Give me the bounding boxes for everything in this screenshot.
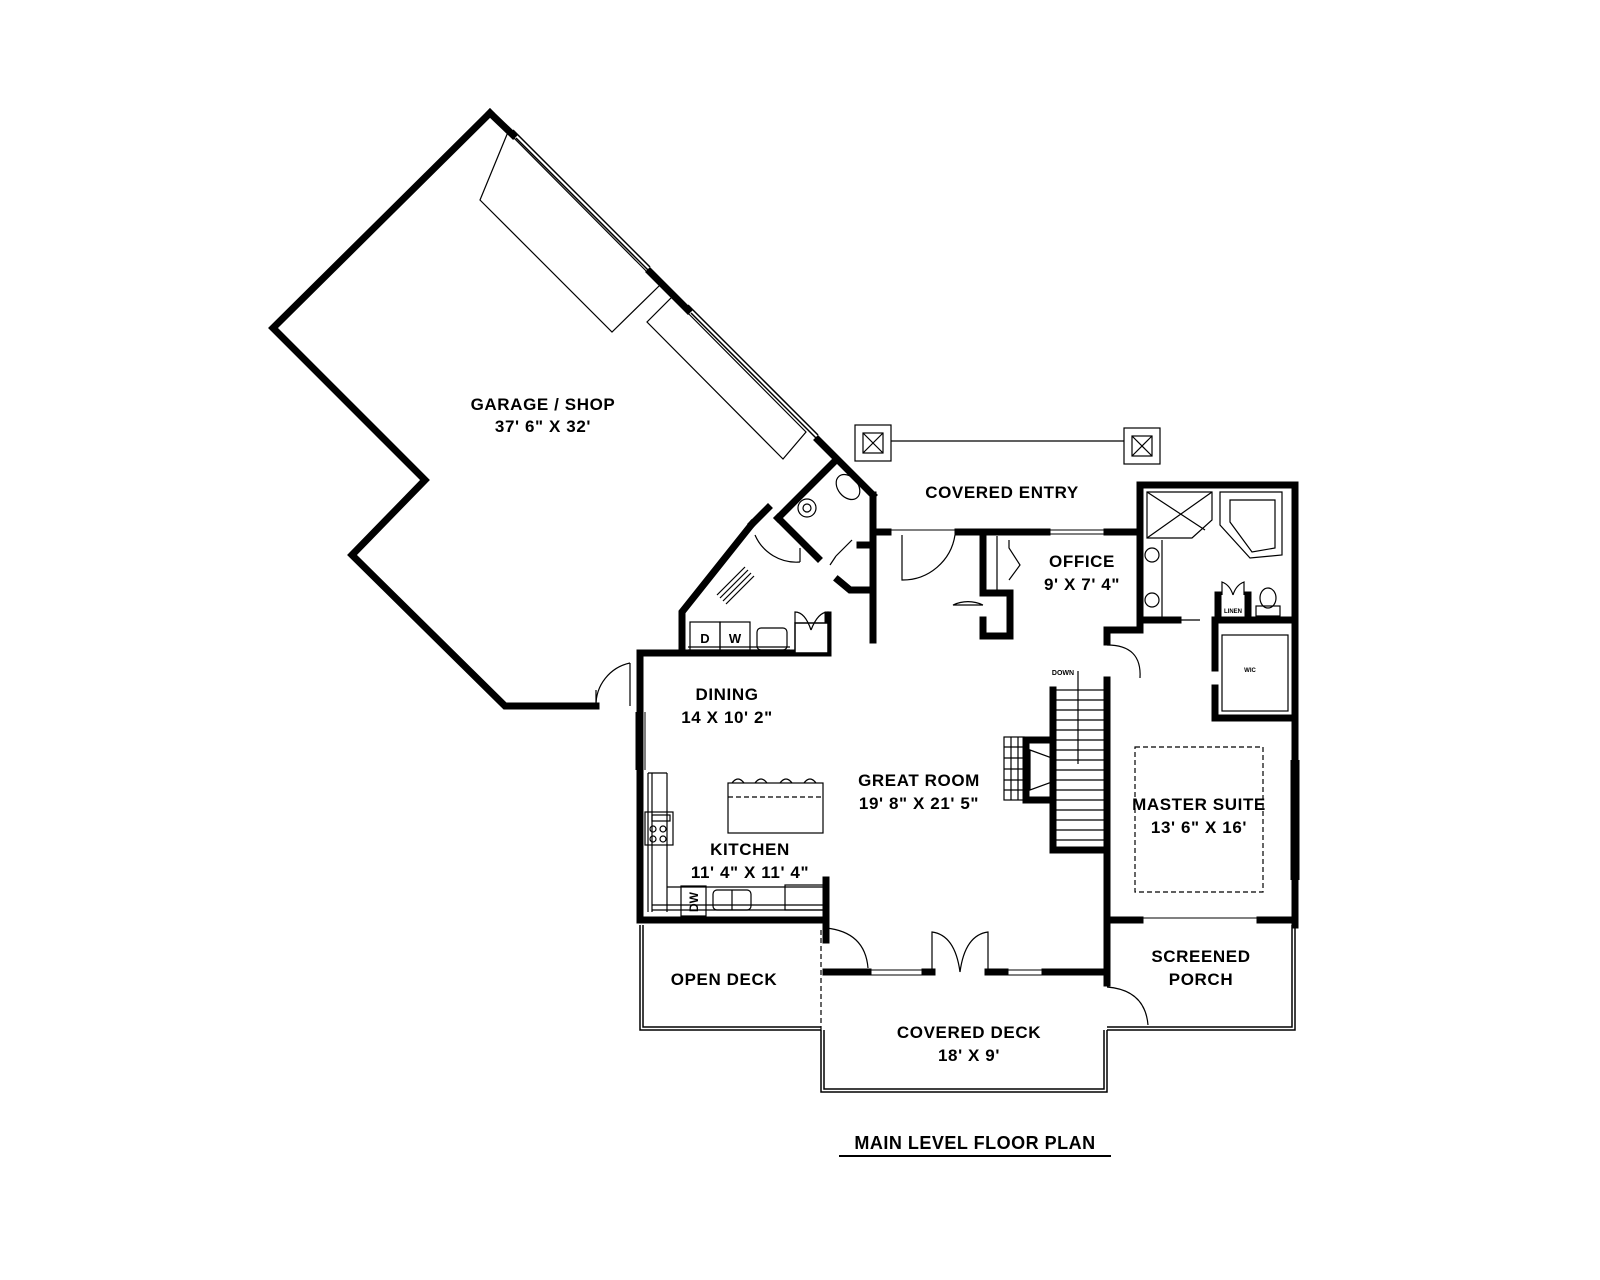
toilet-icon <box>835 473 861 501</box>
garage-size: 37' 6" X 32' <box>495 417 591 436</box>
garage-door-swing <box>595 662 631 707</box>
fridge-icon <box>784 884 826 911</box>
kitchen-island <box>727 782 824 834</box>
shower <box>1146 491 1213 539</box>
covered-entry-label: COVERED ENTRY <box>925 483 1079 502</box>
screened-porch-label-2: PORCH <box>1169 970 1233 989</box>
post-left <box>854 424 892 462</box>
plan-title: MAIN LEVEL FLOOR PLAN <box>854 1133 1095 1153</box>
kitchen-label: KITCHEN <box>710 840 790 859</box>
fireplace <box>1003 736 1057 804</box>
garage-shop <box>268 108 878 710</box>
stair-treads <box>1055 699 1105 841</box>
kitchen: DW <box>644 772 826 919</box>
decks <box>639 925 1296 1093</box>
mudroom-laundry: D W <box>636 458 877 657</box>
stairs-down-label: DOWN <box>1052 670 1074 677</box>
great-room-label: GREAT ROOM <box>858 771 980 790</box>
covered-deck-size: 18' X 9' <box>938 1046 1000 1065</box>
wic-label: WIC <box>1244 668 1256 674</box>
great-room-size: 19' 8" X 21' 5" <box>859 794 979 813</box>
bathtub <box>1219 491 1283 559</box>
washer-label: W <box>729 631 742 646</box>
main-walls: OFFICE 9' X 7' 4" <box>635 481 1300 982</box>
sink-icon <box>1144 592 1160 608</box>
dining-label: DINING <box>695 685 758 704</box>
toilet-icon <box>1259 587 1277 609</box>
dining-size: 14 X 10' 2" <box>681 708 772 727</box>
office-size: 9' X 7' 4" <box>1044 575 1120 594</box>
sink-icon <box>797 498 817 518</box>
sink-icon <box>1144 547 1160 563</box>
bench-hatch <box>716 566 755 605</box>
master-suite-size: 13' 6" X 16' <box>1151 818 1247 837</box>
dishwasher-label: DW <box>687 891 701 912</box>
linen-label: LINEN <box>1224 609 1242 615</box>
covered-deck-label: COVERED DECK <box>897 1023 1041 1042</box>
office-label: OFFICE <box>1049 552 1115 571</box>
post-right <box>1123 427 1161 465</box>
garage-label: GARAGE / SHOP <box>471 395 616 414</box>
master-bed-area <box>1134 746 1264 893</box>
covered-entry: COVERED ENTRY <box>854 424 1161 502</box>
stairs: DOWN <box>1003 670 1111 854</box>
open-deck-label: OPEN DECK <box>671 970 778 989</box>
range-icon <box>644 811 674 846</box>
screened-porch-label: SCREENED <box>1151 947 1250 966</box>
master-bath: LINEN WIC <box>1136 491 1299 722</box>
dishwasher-icon <box>680 885 707 917</box>
kitchen-size: 11' 4" X 11' 4" <box>691 863 809 882</box>
dryer-label: D <box>700 631 709 646</box>
master-suite-label: MASTER SUITE <box>1132 795 1266 814</box>
